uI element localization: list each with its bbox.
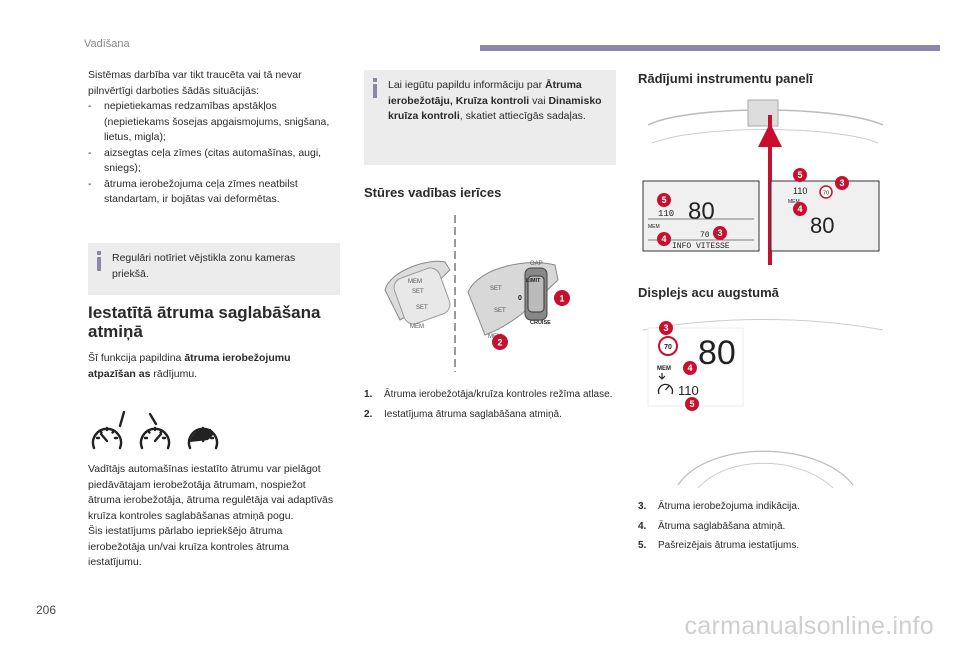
list-item: 1.Ātruma ierobežotāja/kruīza kontroles r… — [364, 389, 613, 400]
tip-text: Regulāri notīriet vējstikla zonu kameras… — [112, 252, 296, 280]
display-list: 3.Ātruma ierobežojuma indikācija. 4.Ātru… — [638, 500, 888, 559]
list-item: ātruma ierobežojuma ceļa zīmes neatbilst… — [88, 177, 340, 208]
hud-limit: 70 — [664, 344, 672, 351]
list-item: aizsegtas ceļa zīmes (citas automašīnas,… — [88, 146, 340, 177]
hud-figure: 80 70 MEM 110 3 4 5 — [642, 319, 884, 489]
svg-text:5: 5 — [661, 195, 666, 205]
callout-badge: 5 — [685, 397, 699, 411]
stalk-label: LIMIT — [526, 278, 541, 284]
stalk-label: MEM — [410, 324, 424, 330]
section-heading: Iestatītā ātruma saglabāšana atmiņā — [88, 303, 321, 341]
stalk-label: SET — [490, 286, 502, 292]
callout-badge: 5 — [793, 168, 807, 182]
cluster-mem: MEM — [648, 224, 660, 230]
watermark: carmanualsonline.info — [684, 612, 934, 640]
list-item: 2.Iestatījuma ātruma saglabāšana atmiņā. — [364, 408, 562, 420]
svg-text:4: 4 — [687, 363, 692, 373]
cluster-speed: 80 — [688, 198, 715, 225]
cluster-limit: 70 — [823, 191, 829, 197]
stalk-label: OAP — [530, 261, 543, 267]
speed-memory-icons — [91, 410, 219, 450]
cluster-limit: 70 — [700, 231, 710, 240]
svg-text:4: 4 — [797, 204, 802, 214]
info-icon — [96, 251, 104, 271]
callout-badge: 3 — [713, 226, 727, 240]
list-item: 3.Ātruma ierobežojuma indikācija. — [638, 501, 800, 512]
callout-badge: 3 — [835, 176, 849, 190]
info-icon — [372, 78, 380, 98]
arrow-line — [118, 410, 126, 428]
steering-heading: Stūres vadības ierīces — [364, 185, 502, 200]
callout-badge: 3 — [659, 321, 673, 335]
list-item: 5.Pašreizējais ātruma iestatījums. — [638, 540, 800, 551]
svg-text:3: 3 — [663, 323, 668, 333]
steering-controls-figure: MEM SET SET MEM LIMIT CRUISE 0 MEM SET S… — [380, 210, 570, 375]
lower-stalk: LIMIT CRUISE 0 MEM SET SET OAP — [467, 261, 559, 340]
header-accent-bar — [480, 45, 940, 51]
stalk-label: MEM — [408, 279, 422, 285]
page-number: 206 — [36, 603, 57, 617]
cluster-mem: MEM — [788, 199, 800, 205]
upper-stalk: MEM SET SET MEM — [384, 260, 451, 330]
svg-text:5: 5 — [797, 170, 802, 180]
svg-text:5: 5 — [689, 399, 694, 409]
svg-text:1: 1 — [559, 294, 564, 304]
speedometer-icon — [139, 426, 171, 450]
memory-para-1: Vadītājs automašīnas iestatīto ātrumu va… — [88, 463, 334, 522]
callout-badge: 4 — [657, 232, 671, 246]
callout-badge-1: 1 — [554, 290, 570, 306]
hud-speed: 80 — [698, 334, 736, 372]
memory-para-2: Šis iestatījums pārlabo iepriekšējo ātru… — [88, 525, 289, 568]
list-item: nepietiekamas redzamības apstākļos (nepi… — [88, 99, 340, 146]
svg-text:4: 4 — [661, 234, 666, 244]
memory-intro: Šī funkcija papildina ātruma ierobežojum… — [88, 352, 291, 380]
limitations-intro: Sistēmas darbība var tikt traucēta vai t… — [88, 69, 302, 97]
hud-heading: Displejs acu augstumā — [638, 285, 779, 300]
svg-text:2: 2 — [497, 338, 502, 348]
callout-badge: 4 — [793, 202, 807, 216]
gauge-fill — [190, 429, 214, 442]
stalk-label: SET — [494, 308, 506, 314]
info-box: Lai iegūtu papildu informāciju par Ātrum… — [364, 70, 616, 165]
info-text: Lai iegūtu papildu informāciju par Ātrum… — [388, 79, 602, 122]
callout-badge-2: 2 — [492, 334, 508, 350]
stalk-label: SET — [416, 305, 428, 311]
memory-section: Iestatītā ātruma saglabāšana atmiņā Šī f… — [88, 303, 340, 382]
list-item: 4.Ātruma saglabāšana atmiņā. — [638, 520, 786, 532]
stalk-label: SET — [412, 289, 424, 295]
section-title: Vadīšana — [84, 38, 130, 50]
column-1: Sistēmas darbība var tikt traucēta vai t… — [88, 68, 340, 208]
stalk-label: 0 — [518, 295, 522, 302]
speedometer-icon — [91, 426, 123, 450]
instrument-cluster-figure: 80 110 MEM 70 INFO VITESSE 110 70 MEM 80… — [642, 99, 884, 265]
speedometer-icon — [657, 383, 674, 395]
hud-mem: MEM — [657, 366, 671, 372]
stalk-label: CRUISE — [530, 320, 551, 326]
callout-badge: 4 — [683, 361, 697, 375]
cluster-small-speed: 110 — [658, 209, 674, 219]
cluster-small-speed: 110 — [793, 186, 807, 196]
svg-text:3: 3 — [839, 178, 844, 188]
memory-body: Vadītājs automašīnas iestatīto ātrumu va… — [88, 462, 340, 571]
svg-text:3: 3 — [717, 228, 722, 238]
cluster-heading: Rādījumi instrumentu panelī — [638, 71, 813, 86]
limitations-list: nepietiekamas redzamības apstākļos (nepi… — [88, 99, 340, 208]
arrow-line — [148, 412, 158, 426]
cluster-info: INFO VITESSE — [672, 242, 730, 251]
steering-list: 1.Ātruma ierobežotāja/kruīza kontroles r… — [364, 388, 616, 427]
hud-small-speed: 110 — [678, 383, 699, 398]
callout-badge: 5 — [657, 193, 671, 207]
cluster-speed: 80 — [810, 213, 834, 238]
tip-box: Regulāri notīriet vējstikla zonu kameras… — [88, 243, 340, 295]
